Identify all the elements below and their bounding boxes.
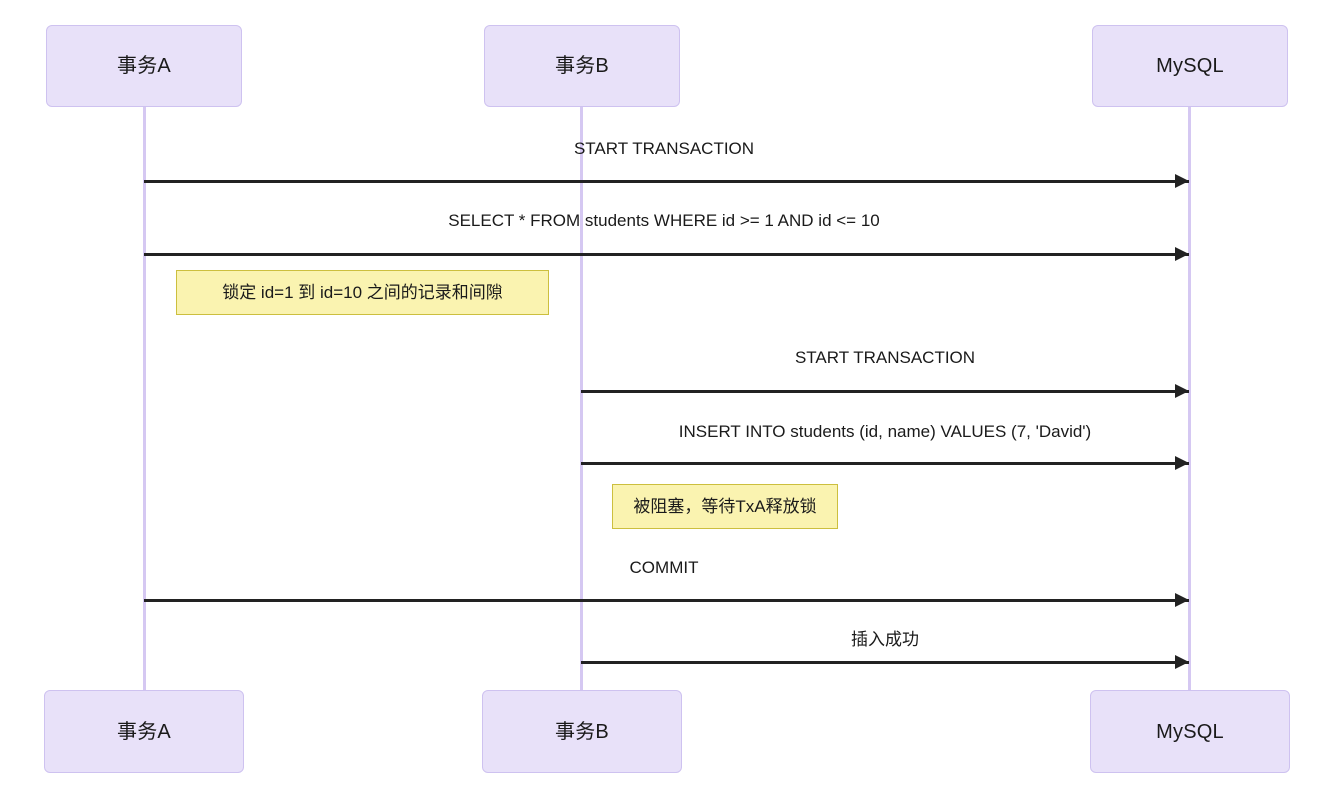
note-label-n2: 被阻塞，等待TxA释放锁 — [633, 497, 817, 516]
lifeline-mysql — [1187, 107, 1191, 690]
message-line-m1 — [144, 180, 1189, 183]
note-label-n1: 锁定 id=1 到 id=10 之间的记录和间隙 — [222, 283, 503, 302]
arrowhead-icon-m4 — [1175, 455, 1189, 470]
message-label-m2: SELECT * FROM students WHERE id >= 1 AND… — [448, 211, 880, 230]
participant-header-label-txa: 事务A — [117, 55, 171, 77]
participant-footer-label-mysql: MySQL — [1156, 720, 1224, 743]
participant-footer-label-txa: 事务A — [117, 720, 171, 743]
message-label-m4: INSERT INTO students (id, name) VALUES (… — [678, 422, 1092, 441]
participant-footer-txa[interactable]: 事务A — [44, 690, 244, 773]
message-label-m1: START TRANSACTION — [573, 139, 755, 158]
message-label-m6: 插入成功 — [851, 630, 919, 649]
lifeline-txa — [142, 107, 146, 690]
participant-footer-mysql[interactable]: MySQL — [1090, 690, 1290, 773]
lifeline-txb — [579, 107, 583, 690]
note-n1: 锁定 id=1 到 id=10 之间的记录和间隙 — [176, 270, 549, 315]
arrowhead-icon-m2 — [1175, 246, 1189, 261]
participant-header-label-txb: 事务B — [555, 55, 609, 77]
participant-header-txb[interactable]: 事务B — [484, 25, 680, 107]
arrowhead-icon-m6 — [1175, 654, 1189, 669]
message-line-m3 — [581, 390, 1189, 393]
arrowhead-icon-m3 — [1175, 383, 1189, 398]
arrowhead-icon-m5 — [1175, 592, 1189, 607]
arrowhead-icon-m1 — [1175, 173, 1189, 188]
note-n2: 被阻塞，等待TxA释放锁 — [612, 484, 838, 529]
message-line-m5 — [144, 599, 1189, 602]
message-label-m5: COMMIT — [629, 558, 699, 577]
message-line-m4 — [581, 462, 1189, 465]
participant-footer-txb[interactable]: 事务B — [482, 690, 682, 773]
message-line-m6 — [581, 661, 1189, 664]
participant-footer-label-txb: 事务B — [555, 720, 609, 743]
participant-header-txa[interactable]: 事务A — [46, 25, 242, 107]
message-line-m2 — [144, 253, 1189, 256]
message-label-m3: START TRANSACTION — [794, 348, 976, 367]
participant-header-mysql[interactable]: MySQL — [1092, 25, 1288, 107]
participant-header-label-mysql: MySQL — [1156, 55, 1224, 77]
